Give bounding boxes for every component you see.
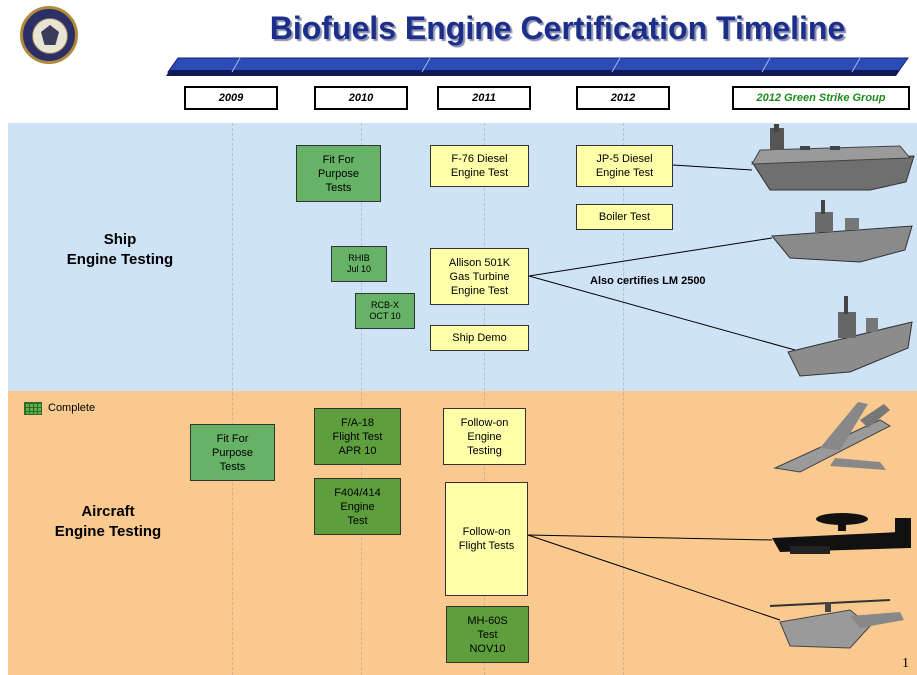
jp5-diesel-box: JP-5 Diesel Engine Test <box>576 145 673 187</box>
aircraft-label-line2: Engine Testing <box>54 523 162 540</box>
gridline-2009 <box>232 123 233 675</box>
box-line: Fit For <box>322 153 355 166</box>
box-line: F-76 Diesel <box>451 153 508 165</box>
f76-diesel-box: F-76 Diesel Engine Test <box>430 145 529 187</box>
rcbx-box: RCB-X OCT 10 <box>355 293 415 329</box>
gridline-2010 <box>361 123 362 675</box>
box-line: Flight Tests <box>458 540 515 552</box>
box-line: Flight Test <box>332 430 383 443</box>
aircraft-section-label: Aircraft Engine Testing <box>28 502 188 542</box>
box-line: Engine <box>340 500 375 513</box>
complete-legend-label: Complete <box>48 402 96 414</box>
aircraft-fit-for-purpose-box: Fit For Purpose Tests <box>190 424 275 481</box>
mh60s-test-box: MH-60S Test NOV10 <box>446 606 529 663</box>
box-line: OCT 10 <box>369 311 401 321</box>
connector-jp5-carrier <box>672 164 753 171</box>
mh60s-helicopter-icon <box>769 599 904 649</box>
box-line: Gas Turbine <box>449 270 510 283</box>
connector-allison-cruiser <box>528 237 773 277</box>
gridline-2012 <box>623 123 624 675</box>
box-line: NOV10 <box>469 642 506 655</box>
box-line: Fit For <box>216 432 249 445</box>
e2-hawkeye-icon <box>772 513 911 554</box>
title-ribbon <box>166 57 909 76</box>
box-line: Follow-on <box>462 526 511 538</box>
ship-label-line2: Engine Testing <box>66 251 174 268</box>
followon-engine-testing-box: Follow-on Engine Testing <box>443 408 526 465</box>
complete-legend-swatch <box>24 402 42 415</box>
box-line: Tests <box>325 181 352 194</box>
box-line: Test <box>477 628 498 641</box>
f404-engine-test-box: F404/414 Engine Test <box>314 478 401 535</box>
box-line: Engine Test <box>450 167 509 179</box>
box-line: Purpose <box>318 167 359 180</box>
box-line: RHIB <box>348 253 370 263</box>
allison-501k-box: Allison 501K Gas Turbine Engine Test <box>430 248 529 305</box>
fa18-flight-test-box: F/A-18 Flight Test APR 10 <box>314 408 401 465</box>
year-2009: 2009 <box>184 86 278 110</box>
box-line: MH-60S <box>467 614 508 627</box>
seal-center <box>32 18 68 54</box>
gridline-2011 <box>484 123 485 675</box>
lm2500-note: Also certifies LM 2500 <box>590 275 706 287</box>
eagle-icon <box>41 25 59 45</box>
box-line: Follow-on <box>460 416 509 429</box>
page-number: 1 <box>902 656 909 671</box>
connector-followon-e2 <box>527 534 773 541</box>
year-2011: 2011 <box>437 86 531 110</box>
aircraft-label-line1: Aircraft <box>81 503 135 520</box>
boiler-test-box: Boiler Test <box>576 204 673 230</box>
box-line: Allison 501K <box>448 256 511 269</box>
box-line: Engine Test <box>450 284 509 297</box>
box-line: Jul 10 <box>346 264 372 274</box>
followon-flight-tests-box: Follow-on Flight Tests <box>445 482 528 596</box>
ship-section-label: Ship Engine Testing <box>40 230 200 270</box>
page-title: Biofuels Engine Certification Timeline <box>269 10 846 46</box>
box-line: Test <box>347 514 368 527</box>
ship-demo-box: Ship Demo <box>430 325 529 351</box>
fa18-jet-icon <box>773 402 892 473</box>
box-line: JP-5 Diesel <box>596 153 653 165</box>
box-line: APR 10 <box>338 444 377 457</box>
connector-allison-destroyer <box>528 275 796 351</box>
box-line: Engine <box>467 430 502 443</box>
year-2012: 2012 <box>576 86 670 110</box>
cruiser-ship-icon <box>771 200 913 263</box>
box-line: Testing <box>467 444 502 457</box>
year-2010: 2010 <box>314 86 408 110</box>
ship-fit-for-purpose-box: Fit For Purpose Tests <box>296 145 381 202</box>
rhib-box: RHIB Jul 10 <box>331 246 387 282</box>
year-goal-green-strike-group: 2012 Green Strike Group <box>732 86 910 110</box>
box-line: RCB-X <box>370 300 399 310</box>
aircraft-carrier-icon <box>751 124 915 191</box>
destroyer-ship-icon <box>787 296 913 377</box>
box-line: Purpose <box>212 446 253 459</box>
ship-label-line1: Ship <box>103 231 137 248</box>
box-line: F404/414 <box>334 486 381 499</box>
navy-seal-logo <box>20 6 78 64</box>
connector-followon-helicopter <box>527 534 781 621</box>
box-line: F/A-18 <box>340 416 374 429</box>
box-line: Engine Test <box>595 167 654 179</box>
box-line: Tests <box>219 460 246 473</box>
